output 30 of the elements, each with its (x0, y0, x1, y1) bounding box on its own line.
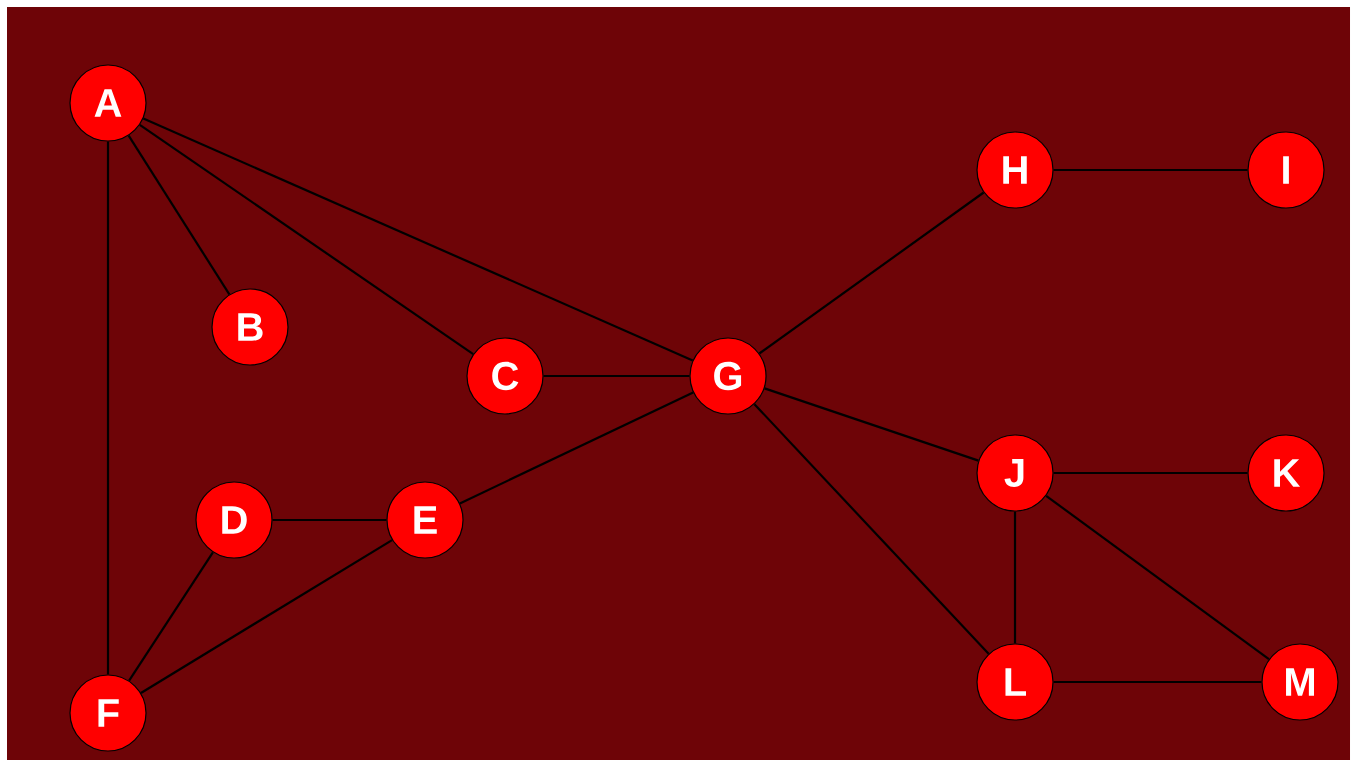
circle-node: E (386, 481, 464, 559)
edge-line (142, 117, 694, 362)
edge-line (127, 135, 231, 295)
circle-node: A (69, 64, 147, 142)
edge-line (459, 391, 694, 505)
circle-node: K (1247, 434, 1325, 512)
circle-node: H (976, 131, 1054, 209)
edge-line (1053, 471, 1248, 475)
edge-line (543, 374, 690, 378)
edge-line (1045, 494, 1270, 661)
edge-line (764, 387, 979, 462)
edge-line (1013, 511, 1017, 644)
edge-line (758, 191, 985, 355)
edge-line (139, 123, 474, 356)
edge-line (272, 518, 387, 522)
edge-line (753, 403, 990, 655)
edge-line (140, 539, 393, 694)
circle-node: I (1247, 131, 1325, 209)
circle-node: J (976, 434, 1054, 512)
circle-node: G (689, 337, 767, 415)
circle-node: F (69, 674, 147, 752)
edge-line (128, 551, 214, 682)
edge-line (106, 141, 110, 675)
circle-node: C (466, 337, 544, 415)
circle-node: B (211, 288, 289, 366)
circle-node: L (976, 643, 1054, 721)
circle-node: M (1261, 643, 1339, 721)
edge-line (1053, 680, 1262, 684)
circle-node: D (195, 481, 273, 559)
edge-line (1053, 168, 1248, 172)
